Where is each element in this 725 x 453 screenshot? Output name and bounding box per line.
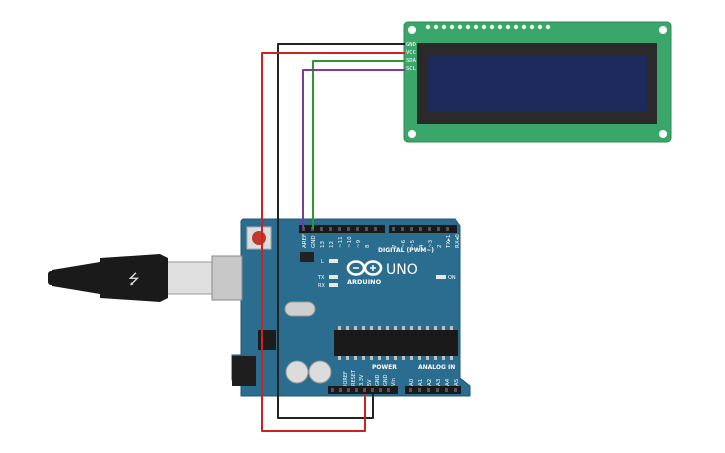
led-label: RX [318,283,325,289]
arduino-uno-board[interactable]: ⭍ [48,218,471,397]
digital-header[interactable] [389,225,457,233]
lcd-mount-hole-icon [659,130,667,138]
power-pin-label: IOREF [343,371,349,386]
chip-pins [338,326,453,360]
status-leds [329,259,446,287]
digital-pin-label: ~10 [347,236,353,248]
smd-chip [300,252,314,262]
analog-pin-label: A1 [418,379,424,386]
digital-pin-label: TX▸1 [446,235,452,249]
digital-pin-label: ~9 [356,239,362,248]
microcontroller-chip [334,330,458,356]
power-pin-labels: IOREF RESET 3.3V 5V GND GND Vin [343,369,397,386]
digital-pin-label: ~11 [338,236,344,248]
wire-scl[interactable] [302,69,405,229]
wires[interactable] [261,43,405,432]
digital-pin-label: 13 [320,241,326,248]
lcd-pin-label: VCC [406,50,416,56]
digital-pin-label: GND [311,235,317,248]
lcd-pin-label: SDA [406,58,417,64]
usb-cable[interactable]: ⭍ [48,254,243,302]
wire-gnd[interactable] [277,43,405,419]
lcd-mount-hole-icon [659,26,667,34]
led-label: TX [317,275,325,281]
capacitor [285,360,309,384]
power-header-label: POWER [372,364,397,371]
lcd-pin-label: GND [406,42,416,48]
analog-pin-label: A2 [427,379,433,386]
digital-pin-label: 4 [419,244,425,248]
analog-pin-label: A0 [409,378,415,386]
digital-pin-label: 2 [437,245,443,249]
capacitor [308,360,332,384]
analog-pin-label: A4 [445,378,451,386]
reset-button[interactable] [252,231,266,245]
brand-label: ARDUINO [347,278,382,286]
lcd-mount-hole-icon [408,26,416,34]
digital-pin-label: ~3 [428,239,434,248]
power-pin-label: 5V [367,379,373,386]
digital-pin-labels: AREF GND 13 12 ~11 ~10 ~9 8 7 ~6 ~5 4 ~3… [302,234,461,249]
digital-pin-label: 7 [392,244,398,248]
power-pin-label: Vin [391,378,397,386]
digital-pin-label: AREF [302,234,308,248]
lcd-mount-hole-icon [408,130,416,138]
lcd-module[interactable]: GND VCC SDA SCL [403,21,672,143]
lcd-screen [428,55,647,111]
wire-vcc[interactable] [261,52,405,432]
analog-header-label: ANALOG IN [418,364,455,371]
power-pin-label: 3.3V [359,374,365,386]
voltage-regulator [258,330,276,350]
model-label: UNO [386,262,418,278]
lcd-top-header [425,24,551,30]
analog-pin-label: A5 [454,378,460,386]
arduino-infinity-icon-marks [353,265,376,271]
power-pin-label: GND [383,374,389,386]
power-pin-label: RESET [351,369,357,386]
lcd-pin-label: SCL [406,66,417,72]
analog-header[interactable] [405,386,461,394]
wire-sda[interactable] [312,60,405,229]
bottom-header-holes [331,388,457,392]
power-jack[interactable] [232,356,256,386]
digital-header-label: DIGITAL (PWM~) [378,247,434,254]
digital-pin-label: RX◂0 [455,234,461,248]
arduino-infinity-icon [346,260,383,276]
led-label: L [321,259,324,265]
digital-pin-label: ~6 [401,239,407,248]
on-led-label: ON [448,275,456,281]
power-pin-label: GND [375,374,381,386]
analog-pin-label: A3 [436,378,442,386]
digital-pin-label: ~5 [410,239,416,248]
analog-pin-labels: A0 A1 A2 A3 A4 A5 [409,378,460,386]
usb-icon: ⭍ [128,272,140,288]
digital-pin-label: 8 [365,244,371,248]
crystal [284,301,316,317]
digital-pin-label: 12 [329,241,335,248]
digital-header[interactable] [299,225,385,233]
